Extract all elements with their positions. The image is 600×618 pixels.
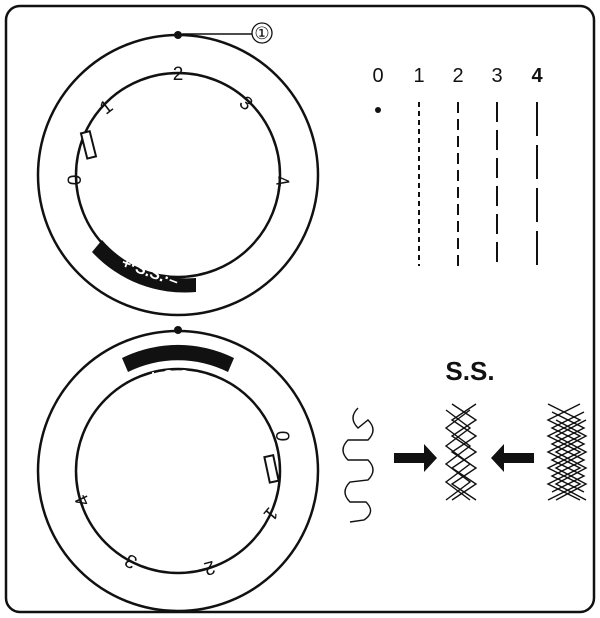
bottom-dial: +·S.S.·– 0 1 2 3 4 xyxy=(36,326,320,613)
bottom-dial-index-mark xyxy=(174,326,182,334)
top-dial-inner-ring xyxy=(74,71,282,279)
fine-tune-title: S.S. xyxy=(445,356,494,386)
top-dial-number-4: 4 xyxy=(270,174,293,188)
bottom-dial-number-4: 4 xyxy=(71,491,95,510)
top-dial: ① 2 3 4 1 0 +·S.S.·– xyxy=(36,22,320,317)
bottom-dial-buttonhole-mark xyxy=(263,454,280,484)
bottom-dial-ss-band-label: +·S.S.·– xyxy=(148,368,207,385)
callout-circle xyxy=(251,22,273,44)
bottom-dial-number-0: 0 xyxy=(271,431,292,442)
top-dial-index-mark xyxy=(174,31,182,39)
scale-label-1: 1 xyxy=(413,65,424,87)
bottom-dial-number-2: 2 xyxy=(202,556,218,579)
fine-tune-section: S.S. xyxy=(342,356,588,523)
scale-label-3: 3 xyxy=(491,65,502,87)
stitch-length-scale: 0 1 2 3 4 xyxy=(372,65,543,266)
stitch-pattern-compressed xyxy=(546,403,588,501)
top-dial-number-1: 1 xyxy=(96,96,117,119)
stitch-sample-0 xyxy=(375,107,381,113)
diagram-frame xyxy=(4,4,596,614)
scale-label-0: 0 xyxy=(372,65,383,87)
bottom-dial-number-3: 3 xyxy=(121,549,141,572)
stitch-pattern-balanced xyxy=(444,403,478,501)
bottom-dial-number-1: 1 xyxy=(259,503,282,525)
scale-label-4: 4 xyxy=(531,65,543,87)
bottom-dial-inner-ring xyxy=(74,367,282,575)
top-dial-number-3: 3 xyxy=(235,92,257,115)
scale-label-2: 2 xyxy=(452,65,463,87)
bottom-dial-ss-band xyxy=(122,344,234,372)
top-dial-number-0: 0 xyxy=(65,175,86,186)
stitch-pattern-stretched xyxy=(342,407,374,523)
callout-number: ① xyxy=(254,24,269,44)
top-dial-number-2: 2 xyxy=(173,64,184,85)
arrow-right-icon xyxy=(394,444,437,472)
top-dial-ss-band xyxy=(92,240,196,293)
arrow-left-icon xyxy=(491,444,534,472)
top-dial-buttonhole-mark xyxy=(79,129,98,160)
